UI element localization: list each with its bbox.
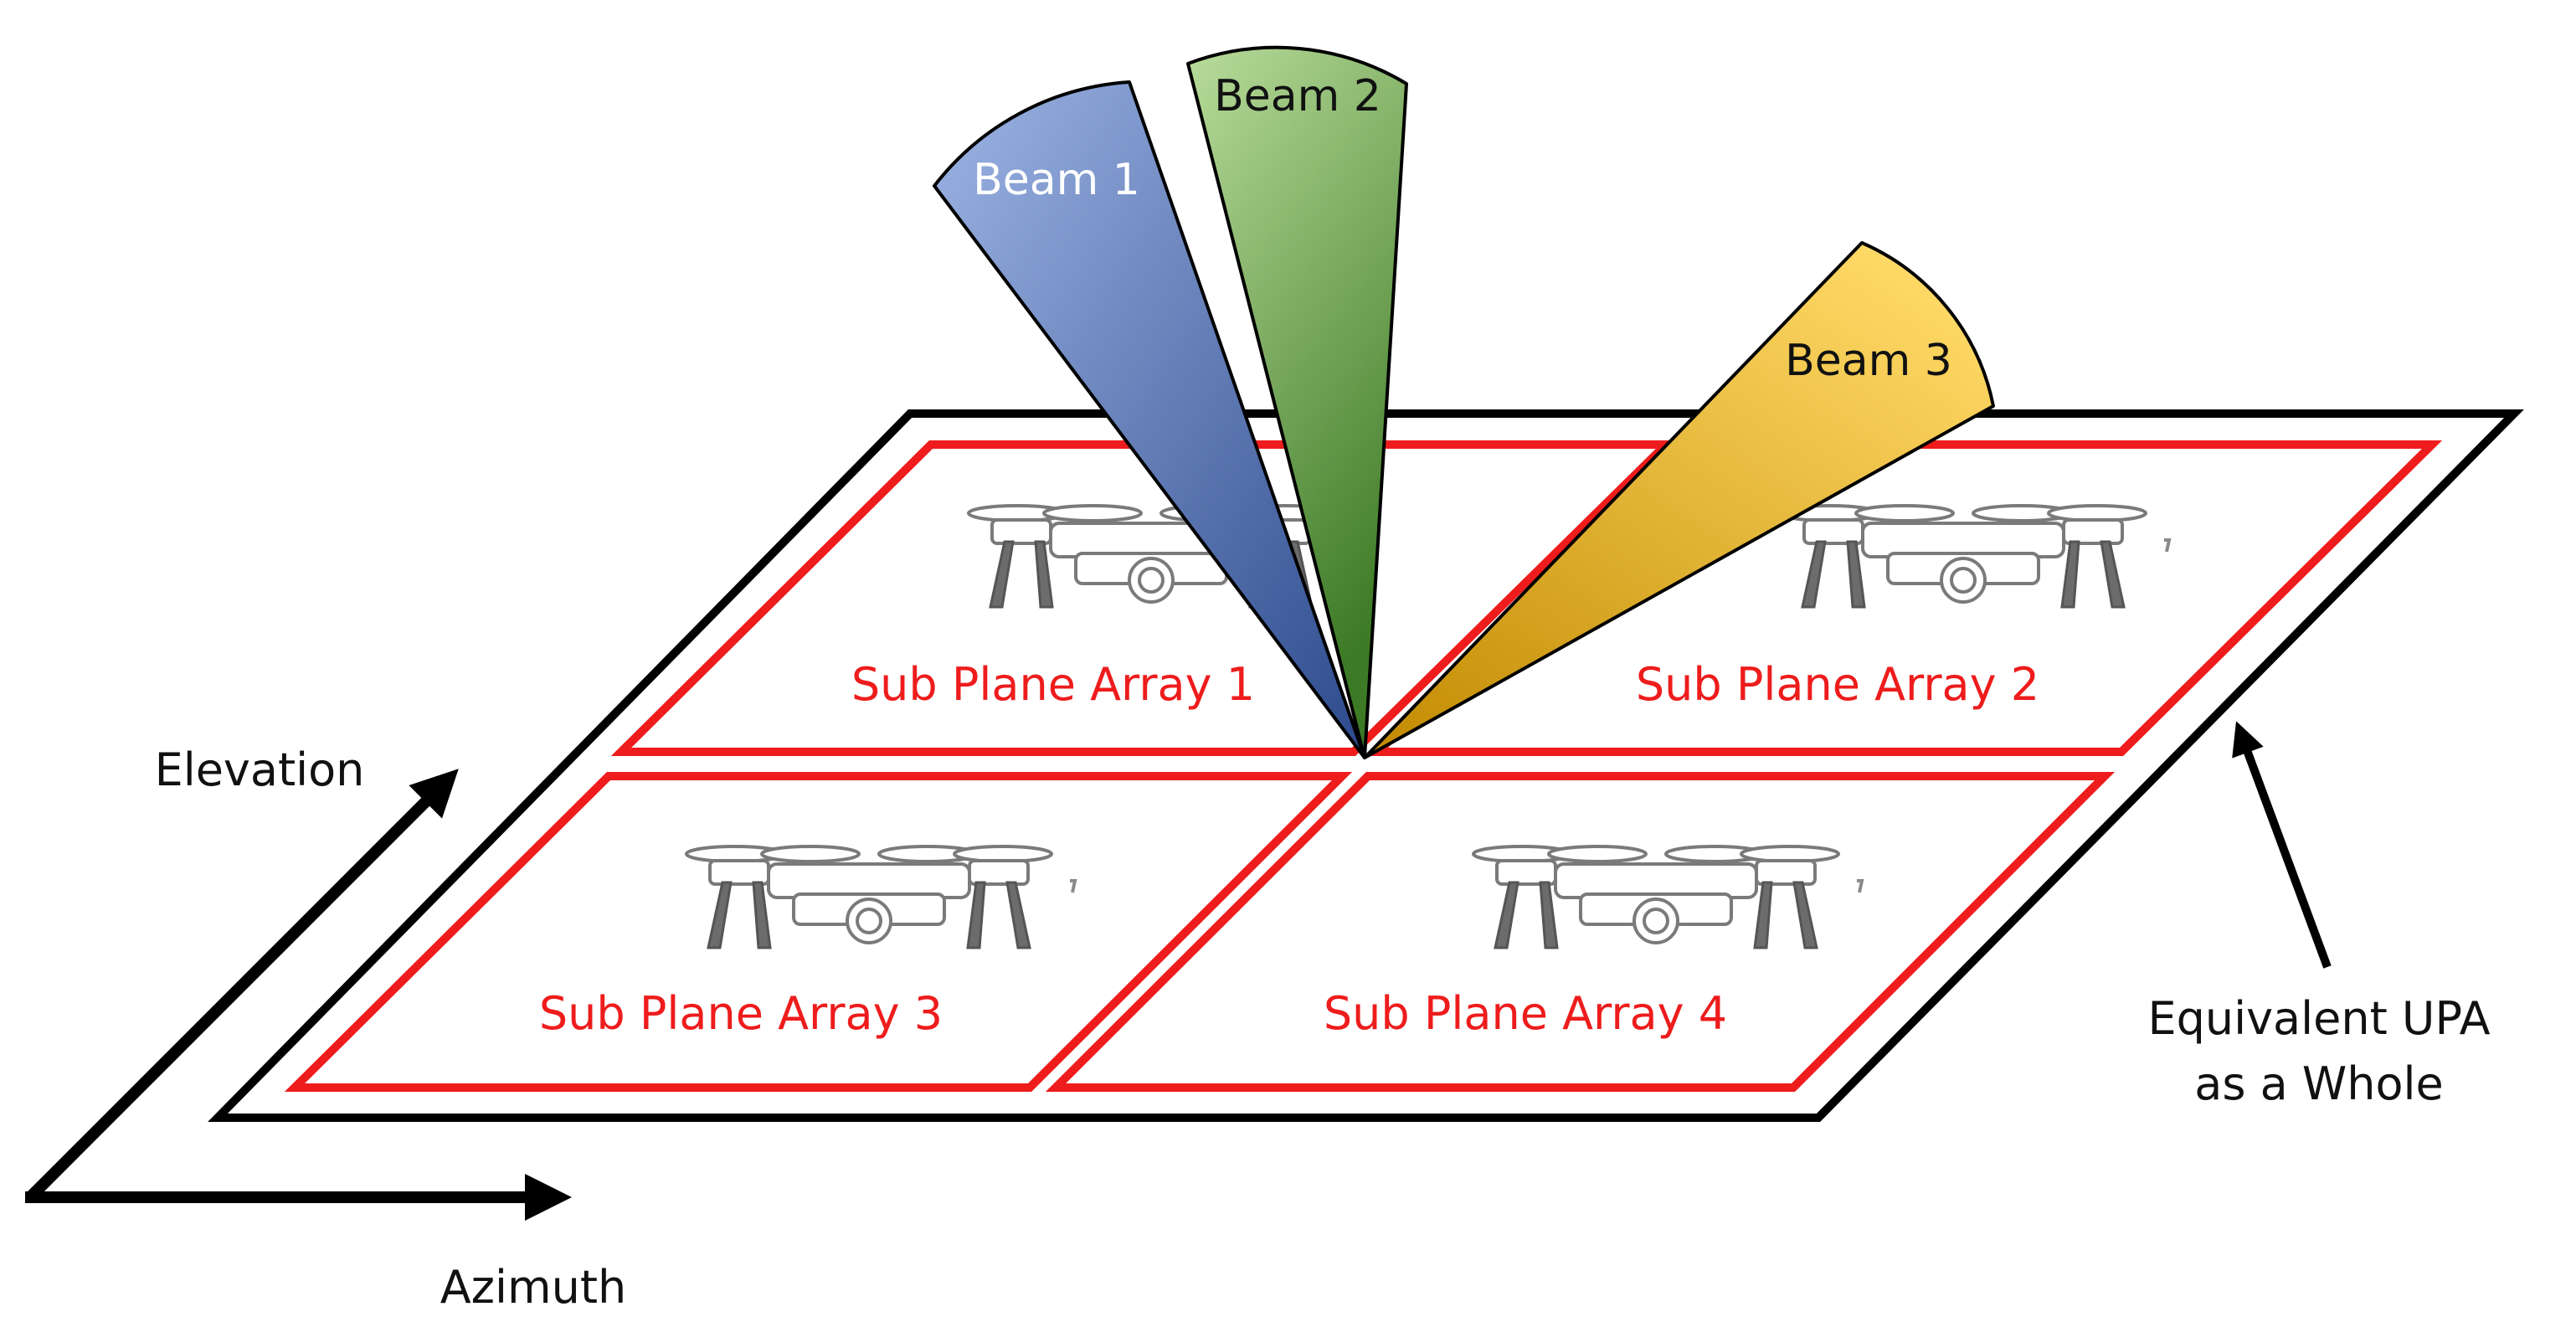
beam-1-label: Beam 1 — [973, 155, 1140, 205]
sub-plane-array-1-label: Sub Plane Array 1 — [851, 658, 1255, 711]
equivalent-upa-pointer-arrow — [2232, 721, 2332, 969]
drone-icon-array-3 — [685, 845, 1077, 949]
elevation-label: Elevation — [155, 743, 365, 796]
drone-icon-array-4 — [1472, 845, 1864, 949]
sub-plane-array-3-label: Sub Plane Array 3 — [539, 987, 943, 1040]
beam-2-label: Beam 2 — [1214, 71, 1381, 121]
elevation-axis-arrow — [26, 769, 459, 1201]
azimuth-label: Azimuth — [440, 1261, 627, 1314]
beam-3-label: Beam 3 — [1785, 336, 1952, 386]
sub-plane-array-1-outline — [610, 440, 1677, 756]
sub-plane-array-4-label: Sub Plane Array 4 — [1324, 987, 1727, 1040]
equivalent-upa-label-line-2: as a Whole — [2194, 1057, 2444, 1110]
beam-3-wedge — [1363, 241, 1995, 759]
drone-icon-array-2 — [1779, 504, 2171, 609]
sub-plane-array-4-outline — [1045, 772, 2116, 1092]
sub-plane-array-2-label: Sub Plane Array 2 — [1636, 658, 2039, 711]
beam-1-wedge — [933, 80, 1366, 759]
sub-plane-array-3-outline — [284, 772, 1353, 1092]
beam-2-wedge — [1186, 45, 1408, 759]
equivalent-upa-label-line-1: Equivalent UPA — [2147, 992, 2490, 1045]
